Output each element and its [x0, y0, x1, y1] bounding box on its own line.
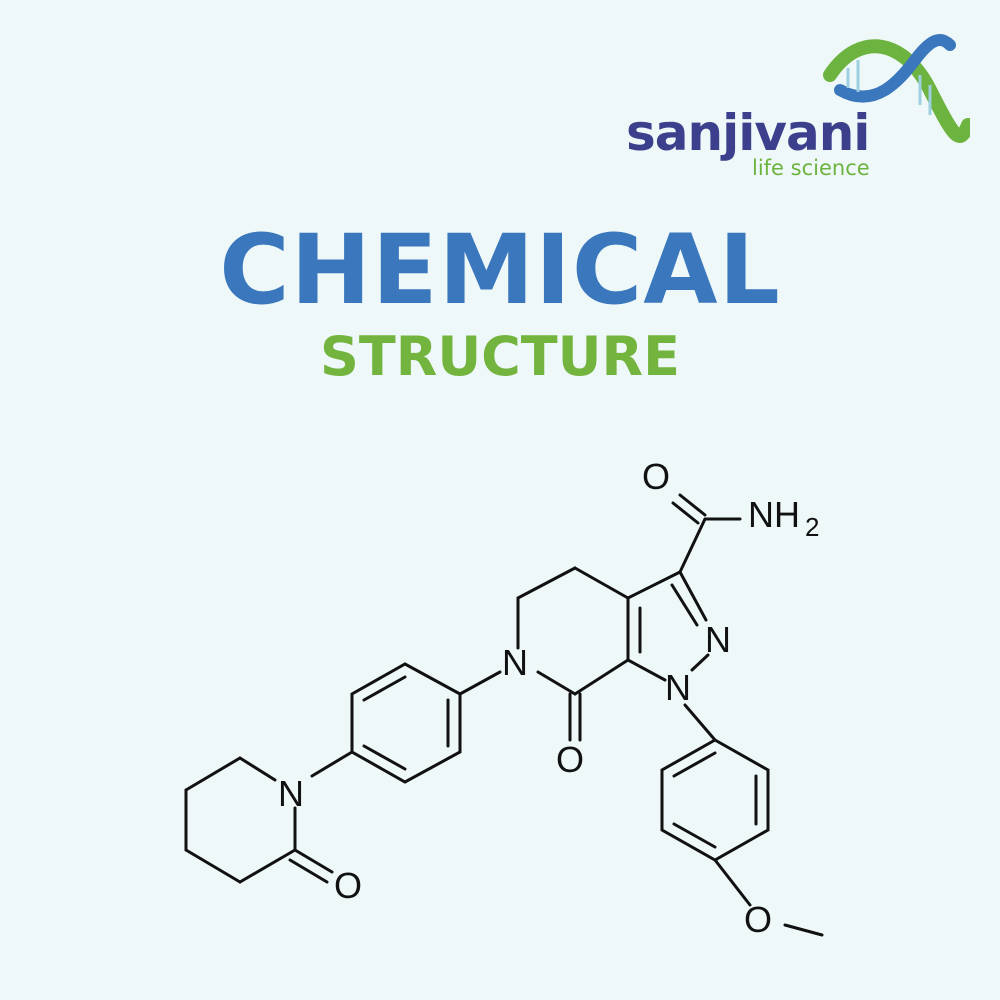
piperidinone-nitrogen-label: N — [278, 773, 304, 814]
amide-nitrogen-label: NH — [748, 494, 800, 535]
page-title: CHEMICAL — [219, 214, 781, 326]
carboxamide-group: O NH 2 — [642, 456, 819, 574]
lactam-nitrogen-label: N — [502, 642, 528, 683]
piperidinone-ring: N O — [184, 750, 362, 906]
piperidinone-oxygen-label: O — [334, 865, 362, 906]
page-subtitle: STRUCTURE — [320, 325, 680, 388]
brand-name: sanjivani — [626, 104, 870, 162]
brand-logo: sanjivani life science — [620, 30, 980, 190]
amide-subscript-label: 2 — [805, 512, 819, 542]
pyrazole-n2-label: N — [705, 619, 731, 660]
methoxy-oxygen-label: O — [744, 899, 772, 940]
methoxyphenyl-ring: O — [660, 703, 824, 940]
lactam-ring: N O — [502, 566, 630, 780]
dna-helix-icon — [823, 34, 970, 143]
pyrazole-ring: N N — [626, 570, 731, 708]
amide-oxygen-label: O — [642, 456, 670, 497]
brand-tagline: life science — [752, 156, 870, 180]
phenyl-ring-left — [350, 662, 502, 784]
lactam-oxygen-label: O — [556, 739, 584, 780]
pyrazole-n1-label: N — [665, 667, 691, 708]
